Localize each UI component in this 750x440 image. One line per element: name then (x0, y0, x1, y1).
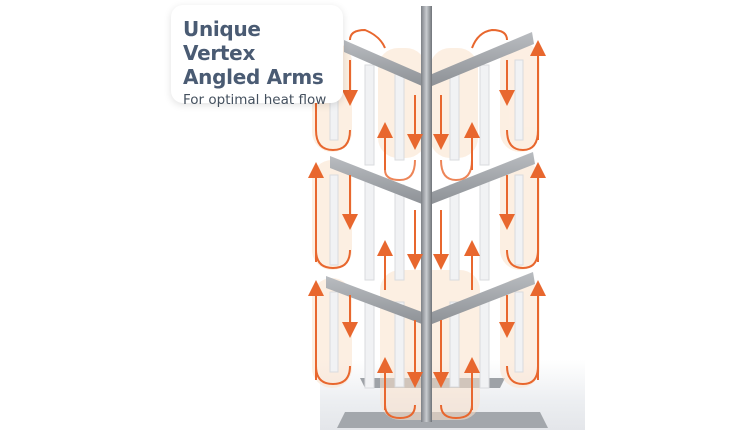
callout-title: Unique Vertex Angled Arms (183, 17, 331, 89)
feature-callout-card: Unique Vertex Angled Arms For optimal he… (171, 5, 343, 108)
callout-title-line1: Unique Vertex (183, 17, 261, 65)
callout-title-line2: Angled Arms (183, 65, 324, 89)
callout-subtitle: For optimal heat flow (183, 92, 327, 108)
